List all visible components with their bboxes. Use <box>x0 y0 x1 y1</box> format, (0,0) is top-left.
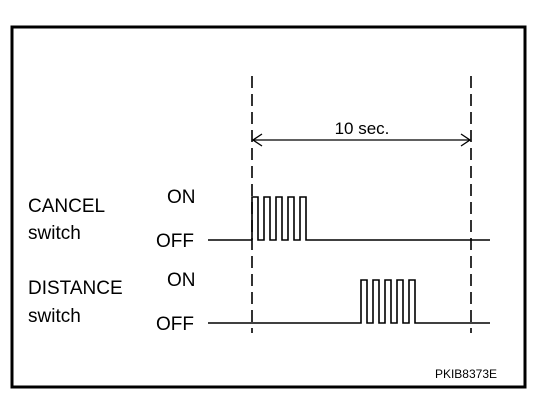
cancel-switch-waveform <box>251 196 490 241</box>
duration-label: 10 sec. <box>335 119 390 138</box>
distance-off-label: OFF <box>156 314 194 335</box>
diagram-border <box>10 25 527 389</box>
duration-arrow <box>251 133 472 147</box>
distance-on-label: ON <box>167 270 196 291</box>
distance-switch-waveform <box>252 279 490 324</box>
cancel-off-label: OFF <box>156 231 194 252</box>
cancel-switch-name-line2: switch <box>28 223 81 244</box>
figure-code: PKIB8373E <box>435 367 497 381</box>
cancel-switch-name-line1: CANCEL <box>28 196 105 217</box>
distance-switch-name-line1: DISTANCE <box>28 278 123 299</box>
cancel-on-label: ON <box>167 187 196 208</box>
distance-switch-name-line2: switch <box>28 306 81 327</box>
